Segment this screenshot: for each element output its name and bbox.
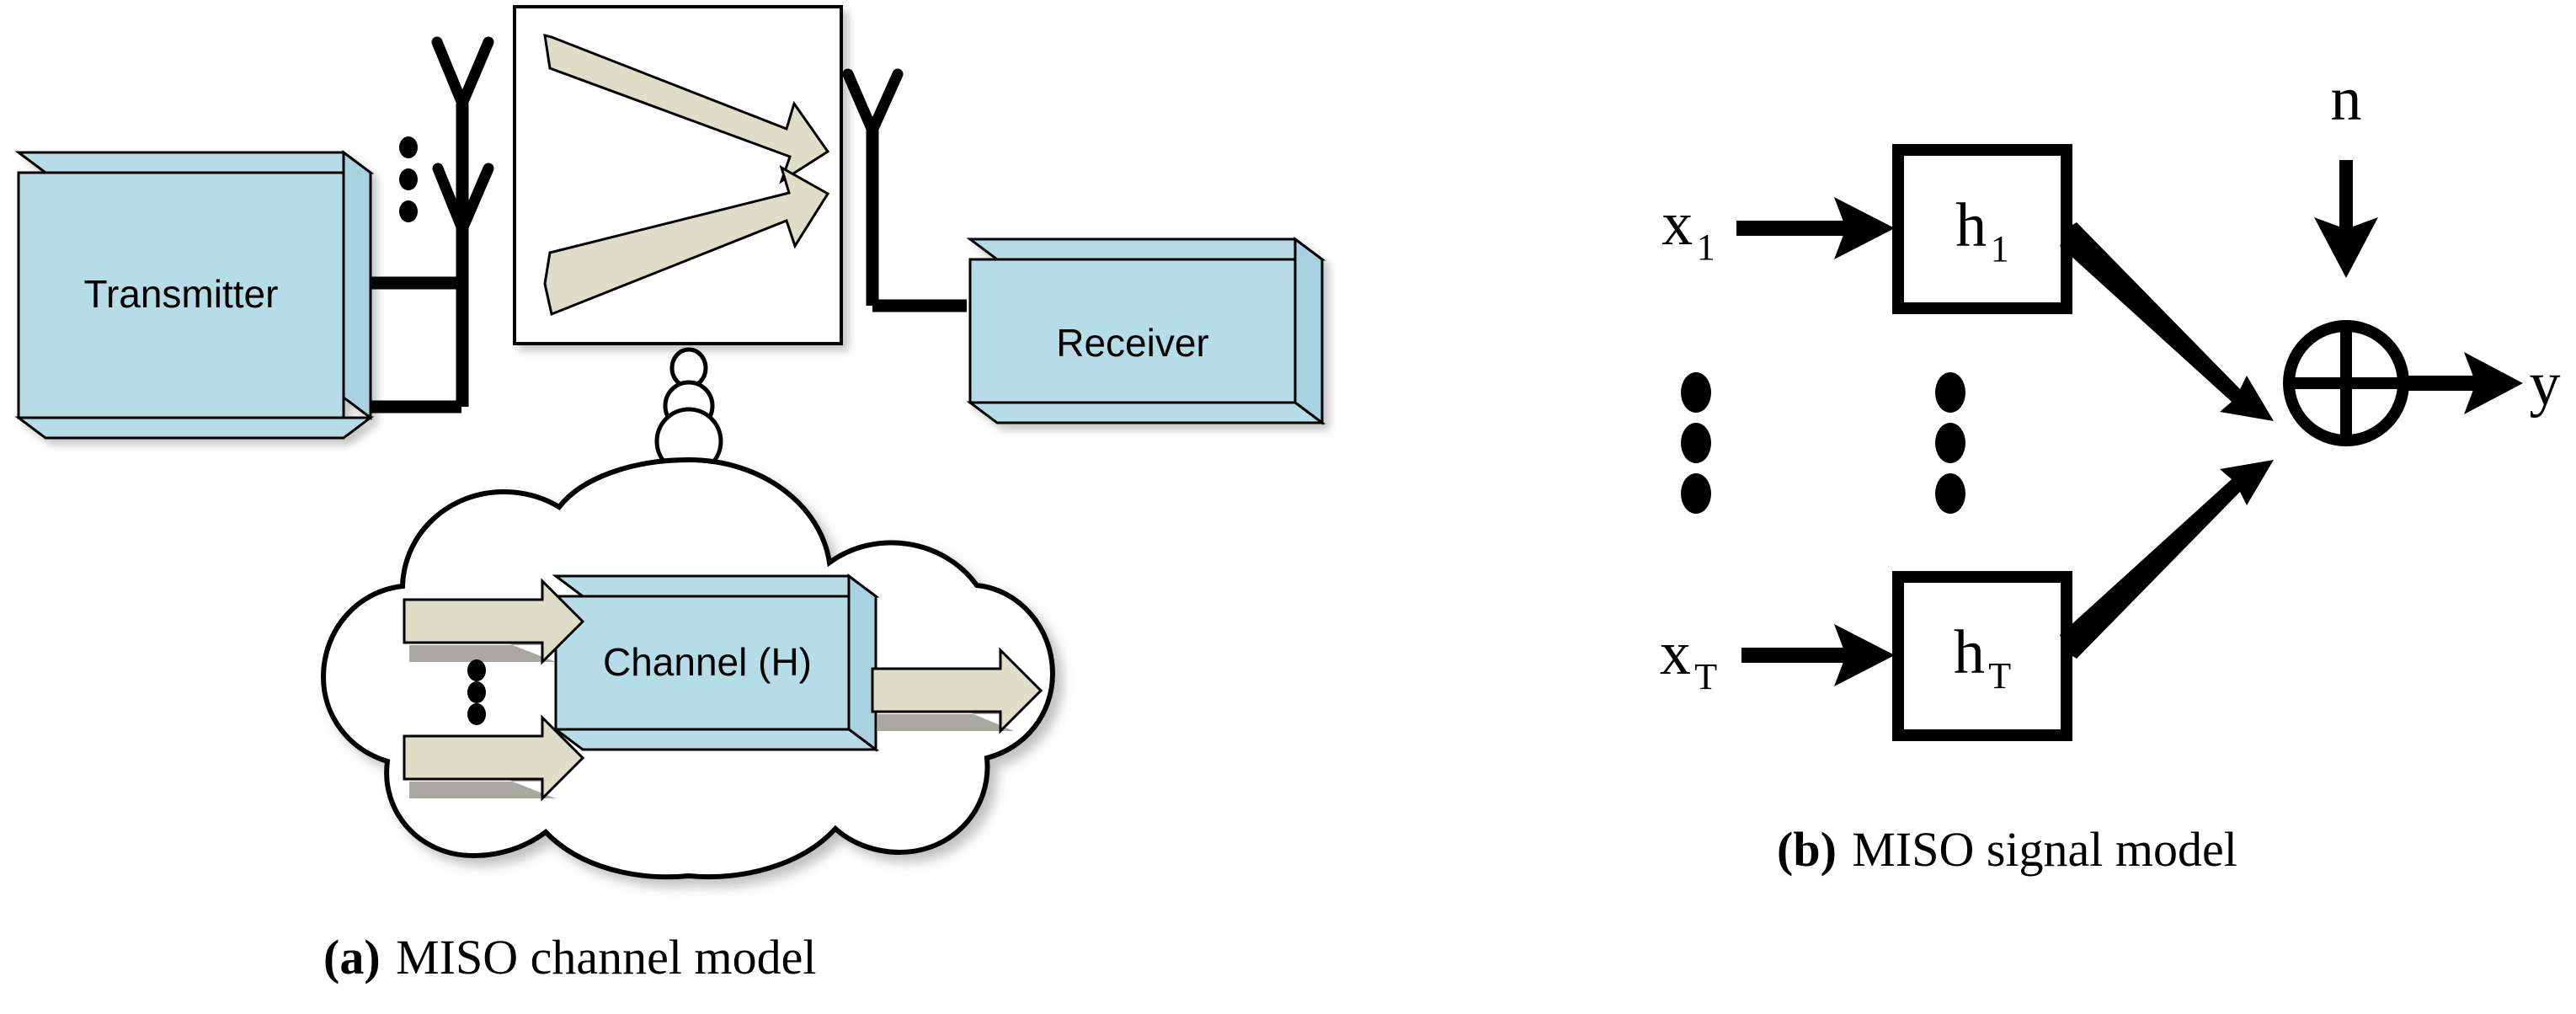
adder-node[interactable] xyxy=(2283,320,2409,446)
arrow-x1-shaft xyxy=(1736,221,1863,236)
receiver-side-face xyxy=(1293,237,1324,425)
channel-output-arrow-body xyxy=(871,647,1043,734)
panel-a-caption-tag: (a) xyxy=(323,930,381,985)
ellipsis-dot xyxy=(1935,473,1965,514)
arrow-x1-head xyxy=(1834,197,1895,259)
transmitter-bottom-face xyxy=(14,416,375,440)
channel-box-hT-label: h T xyxy=(1954,618,2011,696)
ellipsis-dot xyxy=(1681,423,1711,463)
antenna-2-arm-right xyxy=(456,163,494,235)
receiver-block[interactable] xyxy=(966,237,1326,425)
ellipsis-dot xyxy=(1681,473,1711,514)
ellipsis-dot xyxy=(399,136,418,158)
transmitter-side-face xyxy=(342,150,372,420)
transmitter-block[interactable] xyxy=(14,150,375,440)
input-xT-symbol: x xyxy=(1660,619,1691,688)
ellipsis-dot xyxy=(399,200,418,222)
multipath-ray-arrow-2 xyxy=(543,164,830,317)
channel-input-arrow-1-body xyxy=(403,578,585,665)
channel-hT-subscript: T xyxy=(1988,655,2011,696)
input-xT-subscript: T xyxy=(1694,656,1717,697)
transmitter-front-face xyxy=(17,171,345,419)
antenna-2-arm-left xyxy=(432,163,468,235)
channel-box-hT[interactable] xyxy=(1892,571,2072,741)
channel-h1-subscript: 1 xyxy=(1991,228,2009,270)
arrow-y-head xyxy=(2464,352,2523,414)
receive-antenna-arm-right xyxy=(867,68,904,136)
channel-bottom-face xyxy=(552,728,880,751)
channel-side-face xyxy=(847,574,877,752)
channel-box-h1-label: h 1 xyxy=(1955,191,2008,270)
ellipsis-dot xyxy=(399,168,418,190)
arrow-xT-to-hT xyxy=(1741,624,1895,686)
arrow-x1-to-h1 xyxy=(1736,197,1895,259)
channel-hT-symbol: h xyxy=(1954,618,1985,687)
channel-input-arrow-2 xyxy=(403,714,585,802)
channel-output-arrow xyxy=(871,647,1043,734)
input-xT-label: x T xyxy=(1660,619,1717,697)
antenna-1-arm-right xyxy=(456,36,494,109)
ellipsis-dot xyxy=(467,659,486,681)
arrow-y-shaft xyxy=(2402,376,2493,391)
panel-b-caption-text: MISO signal model xyxy=(1852,822,2237,877)
ellipsis-dot xyxy=(467,681,486,703)
channel-ellipsis xyxy=(1935,372,1965,514)
arrow-noise-to-adder xyxy=(2314,160,2378,278)
arrow-adder-to-y xyxy=(2402,352,2523,414)
channel-label: Channel (H) xyxy=(603,640,812,684)
panel-a-caption: (a) MISO channel model xyxy=(323,930,816,985)
input-x1-label: x 1 xyxy=(1661,189,1715,268)
receiver-label: Receiver xyxy=(1056,321,1209,365)
panel-b-caption-tag: (b) xyxy=(1777,822,1837,877)
receive-antenna xyxy=(842,68,967,312)
input-x1-subscript: 1 xyxy=(1697,227,1715,268)
transmitter-top-face xyxy=(14,151,375,174)
channel-top-face xyxy=(552,574,880,598)
multipath-ray-arrow-1 xyxy=(543,33,830,184)
output-y-label: y xyxy=(2530,350,2561,419)
cloud-bubbles xyxy=(654,347,723,476)
receiver-bottom-face xyxy=(966,401,1326,424)
panel-a-miso-channel-model: Transmitter xyxy=(14,5,1326,985)
noise-label: n xyxy=(2331,65,2362,134)
arrow-xT-head xyxy=(1834,624,1895,686)
channel-h1-symbol: h xyxy=(1955,191,1987,260)
ellipsis-dot xyxy=(1935,372,1965,413)
arrow-hT-to-adder xyxy=(2060,460,2274,659)
input-ellipsis xyxy=(1681,372,1711,514)
panel-a-caption-text: MISO channel model xyxy=(396,930,816,985)
panel-b-caption: (b) MISO signal model xyxy=(1777,822,2237,877)
ellipsis-dot xyxy=(1935,423,1965,463)
channel-box-h1[interactable] xyxy=(1892,144,2072,314)
channel-input-arrow-1 xyxy=(403,578,585,665)
transmit-antenna-ellipsis xyxy=(399,136,418,222)
channel-input-arrow-2-body xyxy=(403,714,585,802)
arrow-xT-shaft xyxy=(1741,648,1863,663)
ellipsis-dot xyxy=(467,703,486,725)
panel-b-miso-signal-model: x 1 h 1 x xyxy=(1660,65,2561,877)
channel-front-face xyxy=(554,595,851,731)
receiver-top-face xyxy=(966,237,1326,261)
channel-input-ellipsis xyxy=(467,659,486,725)
transmitter-label: Transmitter xyxy=(84,272,279,316)
transmit-antenna-2 xyxy=(371,163,494,414)
transmit-antenna-1 xyxy=(371,36,494,290)
arrow-h1-to-adder xyxy=(2060,222,2274,421)
arrow-noise-head xyxy=(2314,217,2378,278)
input-x1-symbol: x xyxy=(1661,189,1693,259)
receive-antenna-arm-left xyxy=(842,68,878,136)
channel-block[interactable] xyxy=(552,574,880,752)
ellipsis-dot xyxy=(1681,372,1711,413)
antenna-1-arm-left xyxy=(431,36,468,109)
